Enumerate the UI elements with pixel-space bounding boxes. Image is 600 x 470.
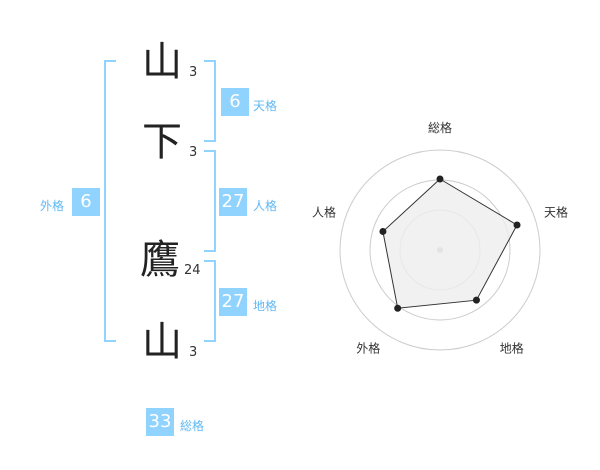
radar-grid-ring-1: [339, 149, 541, 351]
jinkaku-value: 27: [219, 188, 247, 216]
radar-point-1: [436, 175, 444, 183]
radar-point-3: [472, 296, 480, 304]
name-kanji-4: 山: [142, 319, 182, 365]
stroke-count-2: 3: [189, 145, 198, 160]
tenkaku-bracket: [204, 60, 216, 142]
tenkaku-value: 6: [221, 88, 249, 116]
radar-axis-label-1: 総格: [428, 120, 452, 135]
chikaku-label: 地格: [253, 299, 278, 313]
gaikaku-label: 外格: [40, 199, 65, 213]
radar-axis-label-5: 人格: [312, 204, 336, 219]
chikaku-value: 27: [219, 288, 247, 316]
stroke-count-3: 24: [184, 263, 201, 278]
radar-series-shape: [382, 178, 518, 309]
stroke-count-1: 3: [189, 65, 198, 80]
name-kanji-3: 鷹: [140, 237, 180, 283]
gaikaku-value: 6: [72, 188, 100, 216]
gaikaku-bracket: [104, 60, 116, 342]
radar-axis-label-3: 地格: [500, 341, 524, 356]
jinkaku-label: 人格: [253, 199, 278, 213]
radar-point-5: [379, 227, 387, 235]
chikaku-bracket: [204, 260, 216, 342]
radar-axis-label-2: 天格: [544, 204, 568, 219]
radar-point-4: [394, 304, 402, 312]
radar-point-2: [513, 221, 521, 229]
soukaku-value: 33: [146, 408, 174, 436]
radar-axis-label-4: 外格: [356, 341, 380, 356]
stroke-count-4: 3: [189, 345, 198, 360]
name-kanji-2: 下: [142, 119, 182, 165]
name-kanji-1: 山: [142, 39, 182, 85]
tenkaku-label: 天格: [253, 99, 278, 113]
jinkaku-bracket: [204, 150, 216, 252]
soukaku-label: 総格: [180, 419, 205, 433]
